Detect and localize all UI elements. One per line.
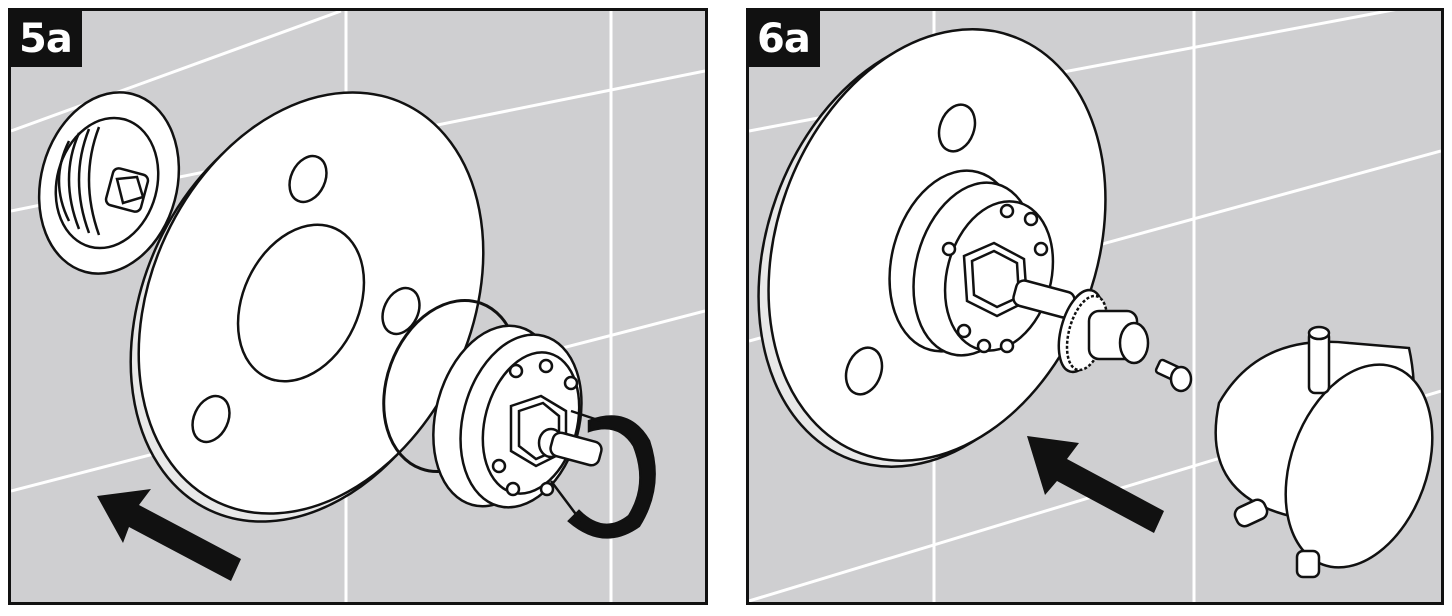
- panel-6a: 6a: [746, 8, 1444, 605]
- installed-cartridge: [888, 169, 1076, 357]
- step-label: 5a: [11, 11, 82, 67]
- removed-cover-cap: [37, 91, 181, 275]
- splined-adapter: [1057, 288, 1150, 374]
- illustration-6a: [749, 11, 1441, 602]
- handle: [1214, 325, 1434, 579]
- protective-sleeve: [550, 409, 656, 539]
- arrow-icon: [1027, 436, 1164, 533]
- escutcheon-plate: [129, 91, 485, 523]
- panel-5a: 5a: [8, 8, 708, 605]
- step-label: 6a: [749, 11, 820, 67]
- cartridge: [432, 324, 603, 509]
- illustration-5a: [11, 11, 705, 602]
- arrow-icon: [97, 489, 241, 581]
- screw: [1154, 358, 1193, 393]
